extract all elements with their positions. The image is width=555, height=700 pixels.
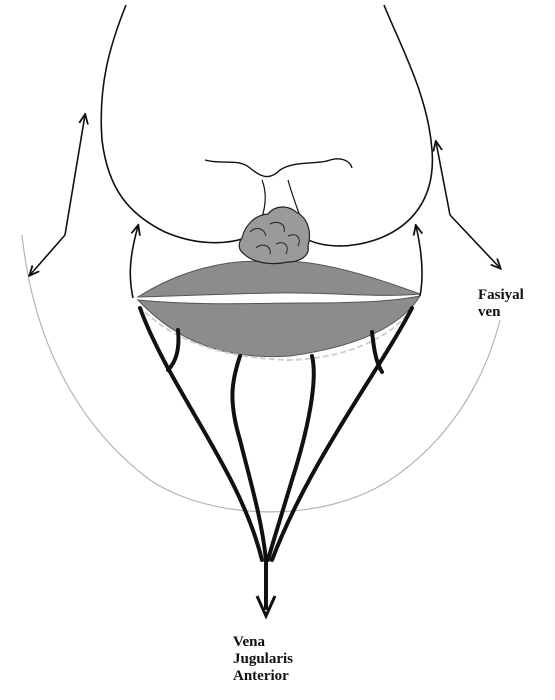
upper-lip [138,261,420,297]
left-lip-arrow-up [130,226,138,298]
vein-left-inner [168,330,179,370]
left-cheek-arrow-up [65,115,85,235]
right-cheek-arrow-up [436,142,450,215]
anterior-jugular-vein-label: Vena Jugularis Anterior [233,634,293,685]
lip-lesion [239,207,309,264]
facial-vein-label-line1: Fasiyal [478,287,524,304]
right-lip-arrow-up [416,226,422,296]
right-cheek-contour [305,5,432,246]
left-cheek-contour [101,5,245,243]
nose-outline [205,159,352,177]
vein-center-right [268,356,314,560]
vein-center-left [232,356,266,560]
lower-lip [138,296,420,357]
anterior-jugular-label-line1: Vena [233,634,293,651]
facial-vein-arrow [450,215,500,268]
anterior-jugular-label-line2: Jugularis [233,651,293,668]
facial-vein-label: Fasiyal ven [478,287,524,321]
anterior-jugular-label-line3: Anterior [233,668,293,685]
left-cheek-arrow-down [30,235,65,275]
facial-vein-label-line2: ven [478,304,524,321]
